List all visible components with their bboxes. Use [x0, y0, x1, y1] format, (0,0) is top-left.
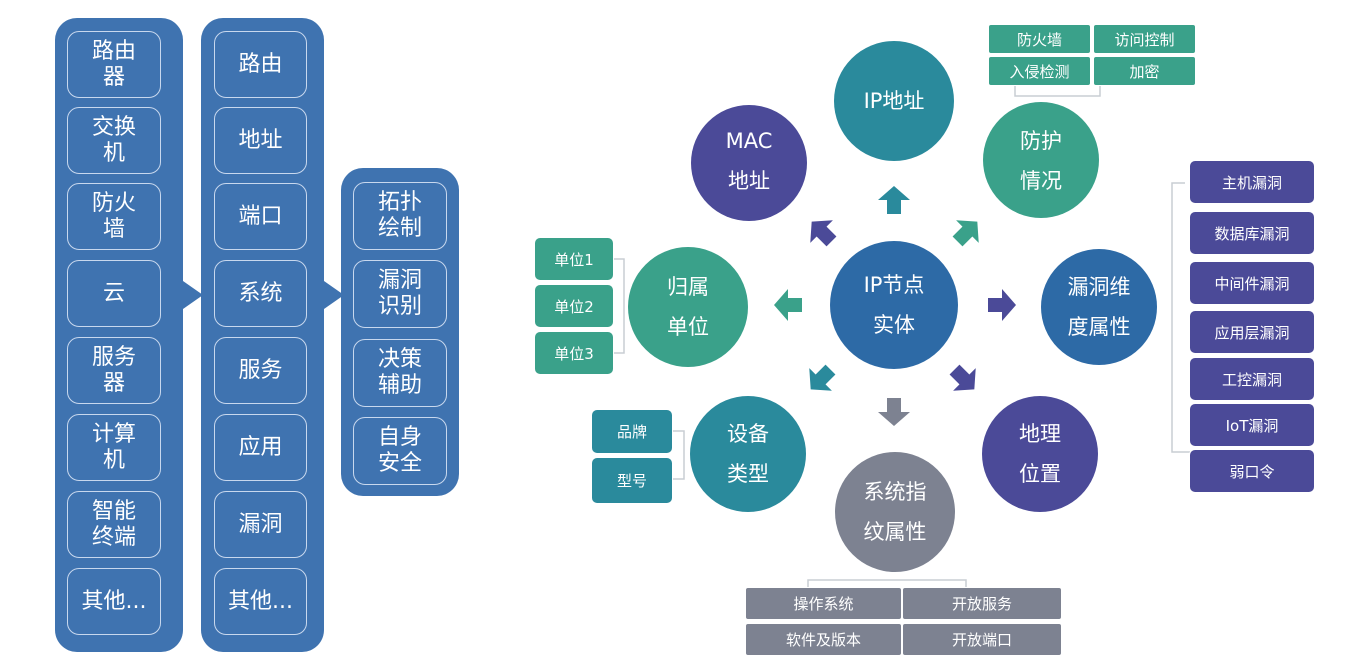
ip-address-node [834, 41, 954, 161]
vulnerability-label: 漏洞维 度属性 [1067, 275, 1131, 339]
unit-connector [613, 258, 625, 354]
unit-item: 单位3 [534, 331, 614, 375]
attribute-item: 漏洞 [214, 491, 307, 558]
fingerprint-connector [807, 579, 967, 590]
protection-item: 加密 [1093, 56, 1196, 86]
fingerprint-label: 系统指 纹属性 [863, 480, 927, 544]
attribute-item: 其他... [214, 568, 307, 635]
vulnerability-item: 主机漏洞 [1189, 160, 1315, 204]
ip-address-label: IP地址 [863, 89, 925, 113]
attribute-item: 应用 [214, 414, 307, 481]
owner-unit-label: 归属 单位 [667, 275, 709, 339]
protection-node [983, 102, 1099, 218]
protection-item: 防火墙 [988, 24, 1091, 54]
vulnerability-item: IoT漏洞 [1189, 403, 1315, 447]
protection-item: 访问控制 [1093, 24, 1196, 54]
fingerprint-item: 开放端口 [902, 623, 1062, 656]
arrow-up-left-icon [810, 220, 837, 247]
device-item: 路由器 [67, 31, 161, 98]
protection-connector [1014, 84, 1101, 97]
device-connector [673, 430, 685, 480]
device-item: 服务器 [67, 337, 161, 404]
vulnerability-item: 数据库漏洞 [1189, 211, 1315, 255]
arrow-down-icon [878, 398, 910, 426]
device-item: 交换机 [67, 107, 161, 174]
fingerprint-item: 软件及版本 [745, 623, 902, 656]
device-item: 防火墙 [67, 183, 161, 250]
attribute-item: 服务 [214, 337, 307, 404]
device-type-label: 设备 类型 [727, 422, 769, 486]
center-node-label: IP节点 实体 [863, 273, 925, 337]
attribute-item: 系统 [214, 260, 307, 327]
owner-unit-node [628, 247, 748, 367]
arrow-down-left-icon [809, 364, 836, 391]
application-item: 漏洞识别 [353, 260, 447, 328]
unit-item: 单位1 [534, 237, 614, 281]
unit-item: 单位2 [534, 284, 614, 328]
center-node [830, 241, 958, 369]
vulnerability-item: 中间件漏洞 [1189, 261, 1315, 305]
mac-address-label: MAC 地址 [725, 129, 773, 193]
protection-item: 入侵检测 [988, 56, 1091, 86]
vulnerability-item: 弱口令 [1189, 449, 1315, 493]
protection-label: 防护 情况 [1020, 129, 1062, 193]
device-item: 计算机 [67, 414, 161, 481]
arrow-down-right-icon [949, 364, 976, 391]
geo-location-label: 地理 位置 [1019, 422, 1061, 486]
device-item-box: 品牌 [591, 409, 673, 454]
device-type-node [690, 396, 806, 512]
application-item: 决策辅助 [353, 339, 447, 407]
vulnerability-item: 工控漏洞 [1189, 357, 1315, 401]
application-item: 自身安全 [353, 417, 447, 485]
arrow-up-right-icon [952, 220, 979, 247]
chevron-arrow-icon [183, 281, 203, 309]
device-item-box: 型号 [591, 457, 673, 504]
arrow-up-icon [878, 186, 910, 214]
attribute-item: 地址 [214, 107, 307, 174]
vulnerability-node [1041, 249, 1157, 365]
device-item: 其他... [67, 568, 161, 635]
mac-address-node [691, 105, 807, 221]
vulnerability-connector [1171, 182, 1190, 453]
device-item: 云 [67, 260, 161, 327]
fingerprint-item: 操作系统 [745, 587, 902, 620]
chevron-arrow-icon [324, 281, 344, 309]
arrow-right-icon [988, 289, 1016, 321]
attribute-item: 端口 [214, 183, 307, 250]
geo-location-node [982, 396, 1098, 512]
device-item: 智能终端 [67, 491, 161, 558]
attribute-item: 路由 [214, 31, 307, 98]
fingerprint-node [835, 452, 955, 572]
arrow-left-icon [774, 289, 802, 321]
fingerprint-item: 开放服务 [902, 587, 1062, 620]
vulnerability-item: 应用层漏洞 [1189, 310, 1315, 354]
application-item: 拓扑绘制 [353, 182, 447, 250]
